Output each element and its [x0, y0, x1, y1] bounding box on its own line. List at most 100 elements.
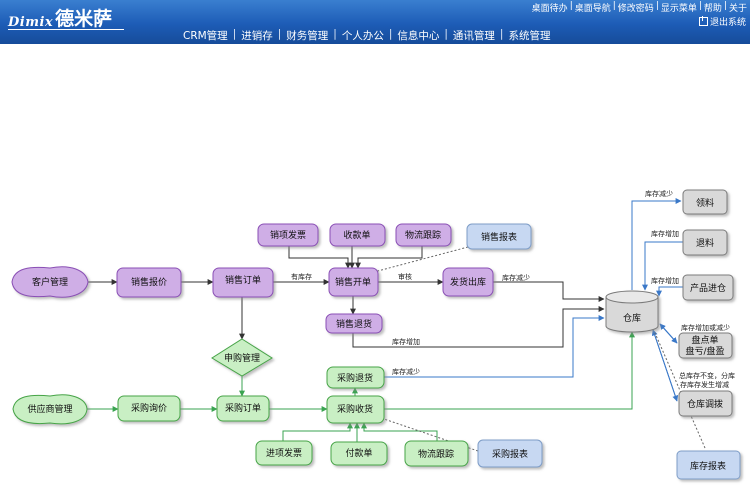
node-purchase-report[interactable]: 采购报表 — [477, 439, 543, 468]
node-product-in[interactable]: 产品进仓 — [682, 274, 734, 301]
node-warehouse-label: 仓库 — [623, 312, 641, 324]
logout-button[interactable]: 退出系统 — [698, 15, 746, 28]
node-sales-invoice[interactable]: 销项发票 — [257, 223, 319, 247]
label-transfer-line1: 总库存不变，分库 — [679, 371, 735, 380]
node-product-in-label: 产品进仓 — [690, 282, 726, 294]
node-purchase-return-label: 采购退货 — [337, 372, 373, 384]
main-nav: CRM管理 | 进销存 | 财务管理 | 个人办公 | 信息中心 | 通讯管理 | 系统管理 — [179, 28, 554, 43]
node-logistics-purchase[interactable]: 物流跟踪 — [404, 440, 469, 467]
nav-item-personal-office[interactable]: 个人办公 — [341, 30, 384, 42]
top-link-change-password[interactable]: 修改密码 — [617, 4, 654, 14]
node-sales-report[interactable]: 销售报表 — [466, 223, 532, 250]
node-material-pick[interactable]: 领料 — [682, 189, 728, 215]
node-sales-order[interactable]: 销售订单 — [212, 267, 274, 298]
label-audit: 审核 — [398, 272, 412, 281]
node-logistics-sales[interactable]: 物流跟踪 — [395, 223, 452, 247]
node-apply-mgmt-label: 申购管理 — [224, 352, 260, 364]
label-stock-decrease-sales: 库存减少 — [502, 273, 530, 282]
node-logistics-purchase-label: 物流跟踪 — [418, 448, 454, 460]
top-link-desktop-todo[interactable]: 桌面待办 — [531, 4, 568, 14]
nav-separator: | — [232, 28, 237, 40]
node-warehouse[interactable]: 仓库 — [605, 290, 659, 333]
node-purchase-receive[interactable]: 采购收货 — [326, 395, 385, 424]
node-payment[interactable]: 付款单 — [330, 441, 388, 466]
top-link-separator: | — [723, 1, 727, 11]
node-input-invoice[interactable]: 进项发票 — [255, 440, 313, 466]
logout-icon — [698, 16, 708, 26]
node-sales-return-label: 销售退货 — [336, 318, 372, 330]
node-sales-billing[interactable]: 销售开单 — [328, 267, 379, 297]
connectors — [87, 198, 706, 452]
nav-item-communication[interactable]: 通讯管理 — [452, 30, 495, 42]
nav-separator: | — [277, 28, 282, 40]
node-sales-invoice-label: 销项发票 — [270, 229, 306, 241]
node-stocktake-label-2: 盘亏/盘盈 — [685, 345, 724, 357]
top-link-separator: | — [655, 1, 659, 11]
node-delivery[interactable]: 发货出库 — [442, 267, 494, 297]
inventory-flow-diagram: 有库存 审核 库存减少 库存增加 库存减少 库存减少 库存增加 库存增加 库存增… — [11, 189, 741, 480]
nav-separator: | — [499, 28, 504, 40]
node-stocktake-label-1: 盘点单 — [691, 334, 718, 346]
top-links: 桌面待办| 桌面导航| 修改密码| 显示菜单| 帮助| 关于 — [532, 1, 747, 14]
logo-underline — [8, 29, 124, 30]
logo-latin-text: Dimix — [8, 15, 54, 30]
nav-item-crm[interactable]: CRM管理 — [183, 30, 228, 42]
label-transfer-line2: 存库存发生增减 — [680, 380, 729, 389]
node-payment-label: 付款单 — [345, 447, 372, 459]
node-receipt-label: 收款单 — [343, 229, 370, 241]
logout-label: 退出系统 — [709, 18, 746, 28]
node-transfer[interactable]: 仓库调拨 — [678, 390, 733, 417]
node-sales-quote[interactable]: 销售报价 — [116, 267, 182, 298]
node-stocktake[interactable]: 盘点单 盘亏/盘盈 — [678, 332, 733, 359]
node-logistics-sales-label: 物流跟踪 — [405, 229, 441, 241]
node-material-return[interactable]: 退料 — [682, 229, 728, 256]
top-link-show-menu[interactable]: 显示菜单 — [660, 4, 697, 14]
top-link-about[interactable]: 关于 — [728, 4, 747, 14]
top-link-help[interactable]: 帮助 — [703, 4, 722, 14]
top-link-separator: | — [569, 1, 573, 11]
logo-cjk-text: 德米萨 — [55, 8, 113, 30]
node-supplier-mgmt[interactable]: 供应商管理 — [12, 394, 88, 425]
node-material-return-label: 退料 — [696, 237, 714, 249]
label-stock-increase-return: 库存增加 — [392, 337, 420, 346]
nav-item-finance[interactable]: 财务管理 — [286, 30, 329, 42]
nav-separator: | — [444, 28, 448, 40]
label-stock-decrease-pick: 库存减少 — [645, 189, 673, 198]
node-purchase-order-label: 采购订单 — [225, 402, 261, 414]
node-inventory-report-label: 库存报表 — [690, 460, 726, 472]
node-purchase-receive-label: 采购收货 — [337, 403, 373, 415]
nav-item-system[interactable]: 系统管理 — [508, 30, 551, 42]
top-link-separator: | — [698, 1, 702, 11]
label-has-stock: 有库存 — [291, 272, 312, 281]
node-inventory-report[interactable]: 库存报表 — [676, 450, 741, 480]
node-purchase-inquiry-label: 采购询价 — [131, 402, 167, 414]
node-sales-report-label: 销售报表 — [481, 231, 517, 243]
top-link-desktop-nav[interactable]: 桌面导航 — [574, 4, 611, 14]
app-header: Dimix 德米萨 桌面待办| 桌面导航| 修改密码| 显示菜单| 帮助| 关于… — [0, 0, 750, 44]
node-purchase-order[interactable]: 采购订单 — [216, 395, 270, 422]
node-sales-quote-label: 销售报价 — [131, 276, 167, 288]
node-sales-order-label: 销售订单 — [225, 274, 261, 286]
node-sales-return[interactable]: 销售退货 — [325, 313, 383, 334]
nav-item-info-center[interactable]: 信息中心 — [397, 30, 440, 42]
node-delivery-label: 发货出库 — [450, 276, 486, 288]
node-purchase-return[interactable]: 采购退货 — [326, 366, 385, 389]
nav-separator: | — [388, 28, 393, 40]
node-customer-mgmt-label: 客户管理 — [32, 276, 68, 288]
node-purchase-report-label: 采购报表 — [492, 448, 528, 460]
node-purchase-inquiry[interactable]: 采购询价 — [117, 395, 181, 422]
node-supplier-mgmt-label: 供应商管理 — [27, 403, 72, 415]
nav-item-inventory[interactable]: 进销存 — [241, 30, 273, 42]
label-stock-increase-return-material: 库存增加 — [651, 229, 679, 238]
label-stock-increase-product-in: 库存增加 — [651, 276, 679, 285]
node-transfer-label: 仓库调拨 — [687, 398, 723, 410]
dimix-logo: Dimix 德米萨 — [8, 4, 112, 30]
top-link-separator: | — [612, 1, 616, 11]
node-apply-mgmt[interactable]: 申购管理 — [211, 338, 273, 377]
node-customer-mgmt[interactable]: 客户管理 — [11, 266, 89, 298]
node-sales-billing-label: 销售开单 — [335, 276, 371, 288]
nav-separator: | — [333, 28, 337, 40]
node-material-pick-label: 领料 — [696, 197, 714, 209]
node-receipt[interactable]: 收款单 — [329, 223, 386, 247]
label-stock-increase-or-decrease: 库存增加或减少 — [681, 323, 730, 332]
